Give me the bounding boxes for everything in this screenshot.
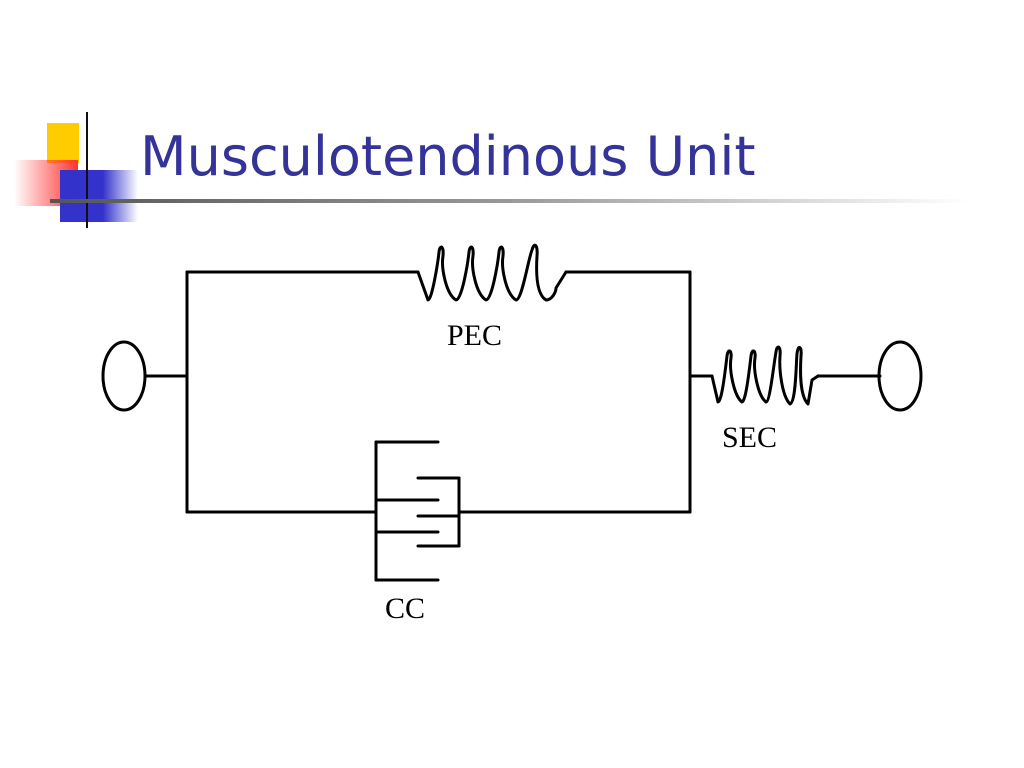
sec-label: SEC <box>722 421 777 454</box>
pec-spring <box>416 243 568 302</box>
slide-title: Musculotendinous Unit <box>140 125 756 188</box>
yellow-square <box>47 123 79 163</box>
sec-spring <box>710 345 820 406</box>
right-attachment-circle <box>877 340 923 412</box>
left-attachment-circle <box>101 340 147 412</box>
blue-square <box>60 170 138 222</box>
pec-label: PEC <box>447 319 502 352</box>
title-underline <box>50 199 970 203</box>
cc-label: CC <box>385 592 425 625</box>
